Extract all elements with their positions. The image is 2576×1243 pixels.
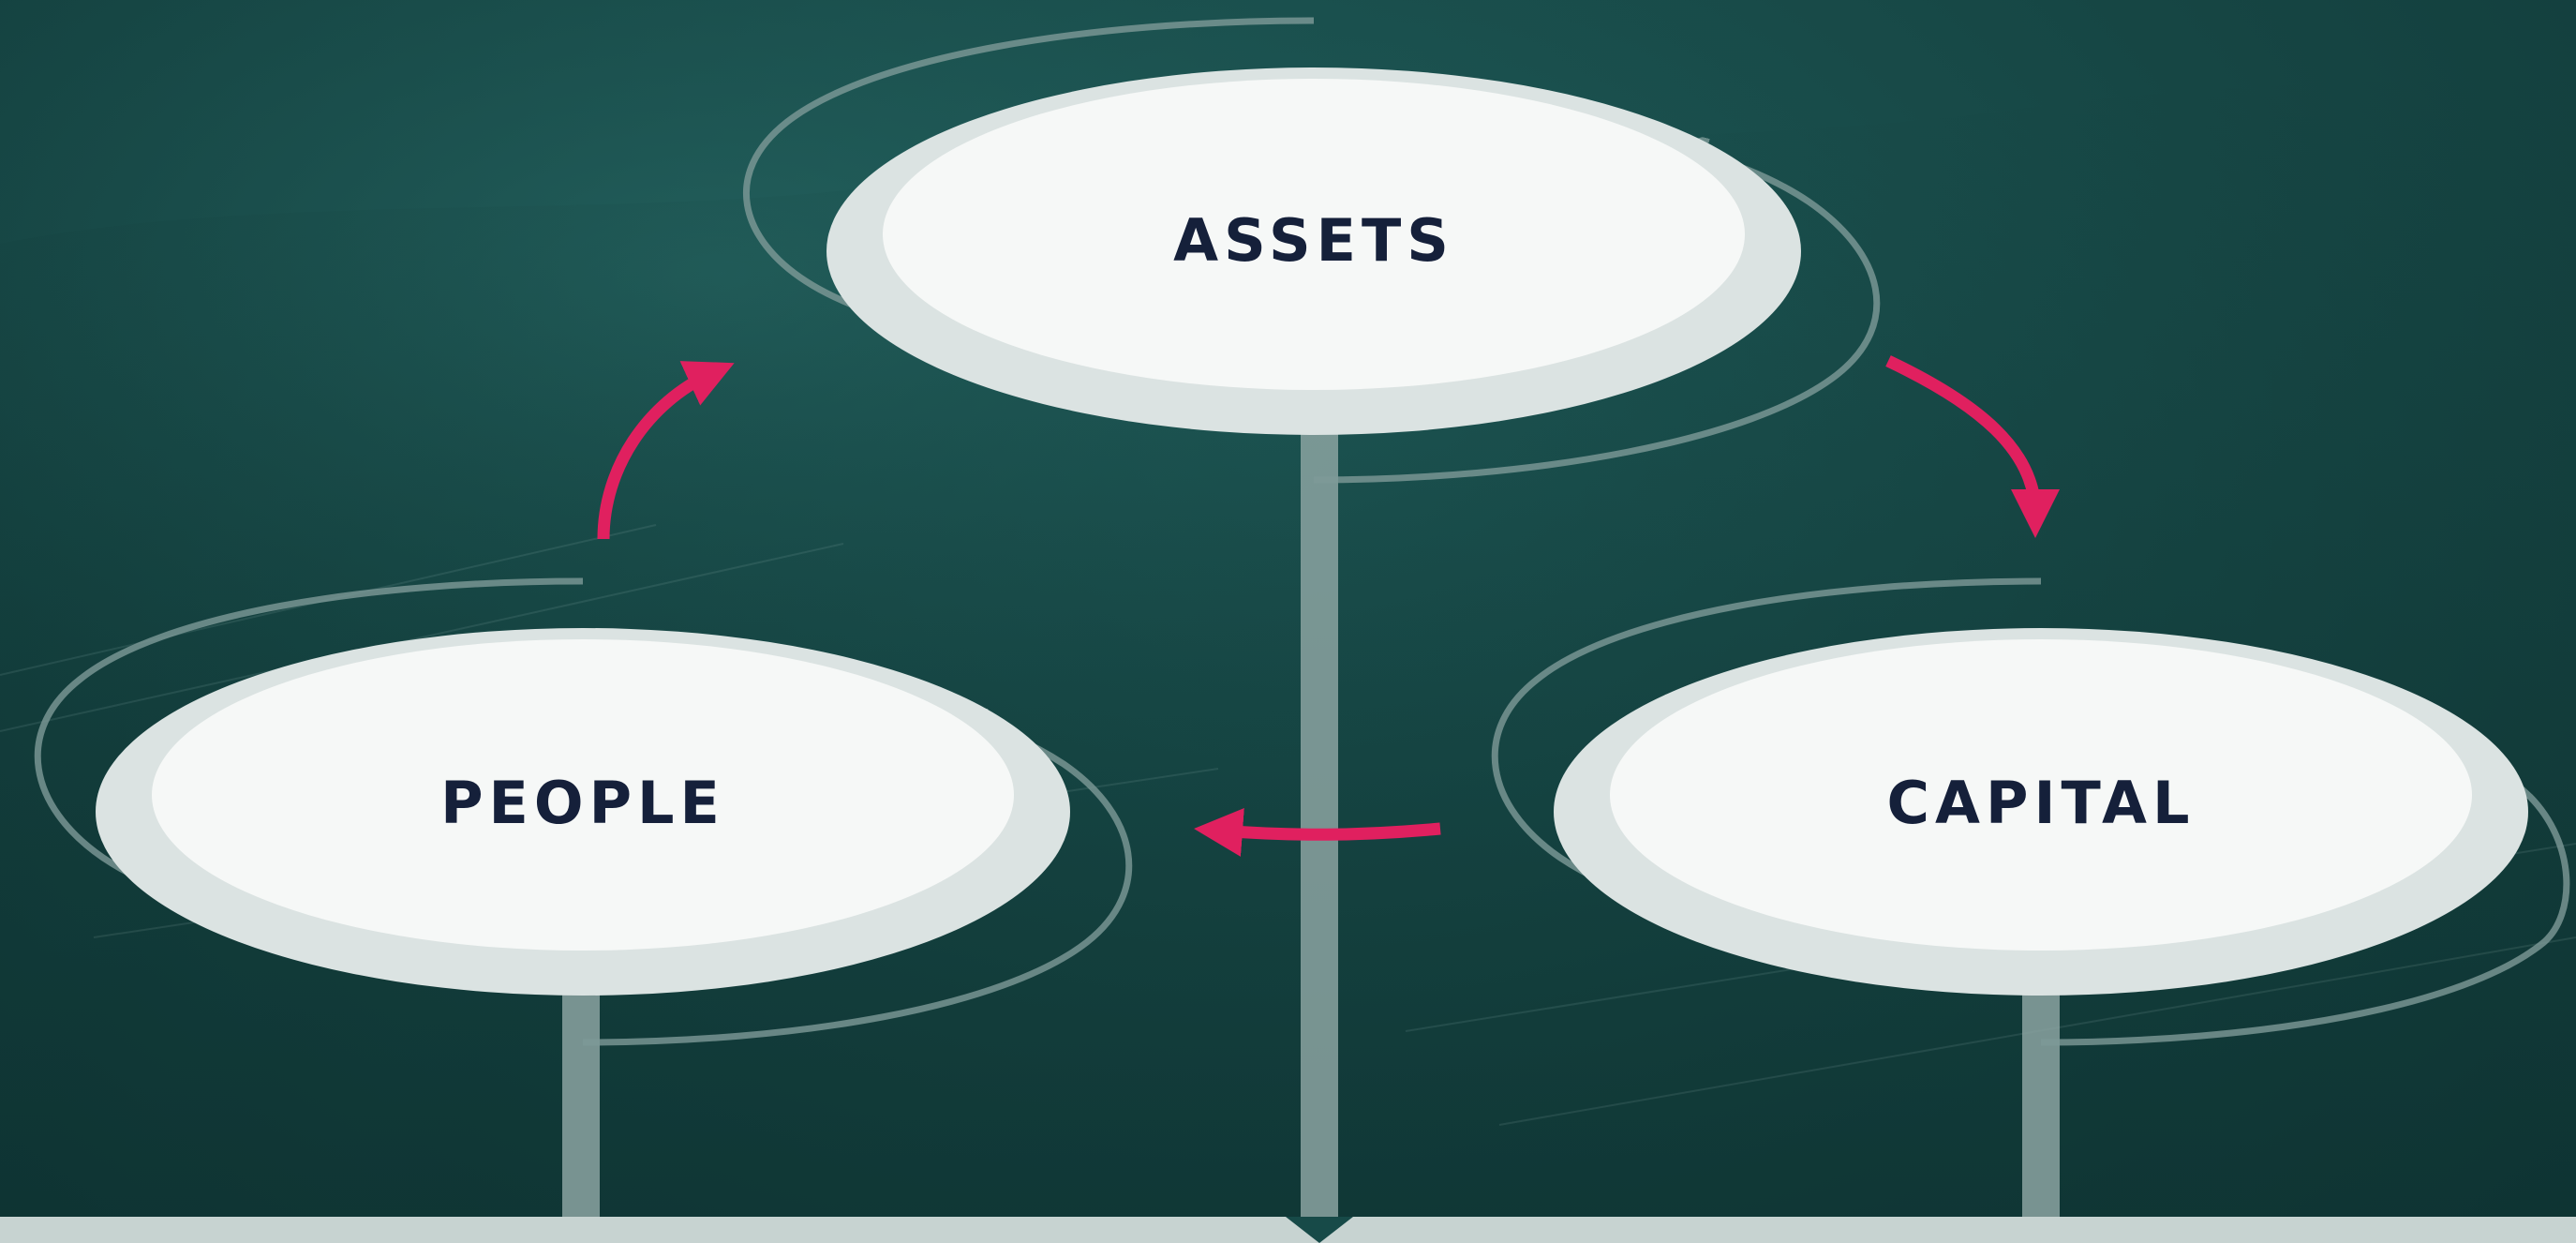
people-label: PEOPLE — [440, 769, 725, 837]
assets-ellipse-inner — [883, 79, 1745, 390]
people-pole — [562, 994, 600, 1230]
assets-orbit-right-arrow — [1313, 150, 1881, 484]
bottom-bar-notch — [1286, 1217, 1353, 1243]
bottom-bar — [0, 1217, 2576, 1243]
capital-pole — [2022, 994, 2060, 1230]
people-ellipse-inner — [152, 639, 1014, 951]
capital-to-people-arrow — [1194, 808, 1441, 857]
capital-ellipse-inner — [1610, 639, 2472, 951]
assets-label: ASSETS — [1173, 206, 1454, 275]
assets-to-capital-arrow — [1885, 355, 2060, 538]
capital-node: CAPITAL — [1491, 577, 2570, 1046]
people-node: PEOPLE — [34, 577, 1133, 1046]
people-to-assets-arrow — [597, 361, 735, 540]
capital-label: CAPITAL — [1887, 769, 2196, 837]
assets-node: ASSETS — [742, 17, 1881, 484]
